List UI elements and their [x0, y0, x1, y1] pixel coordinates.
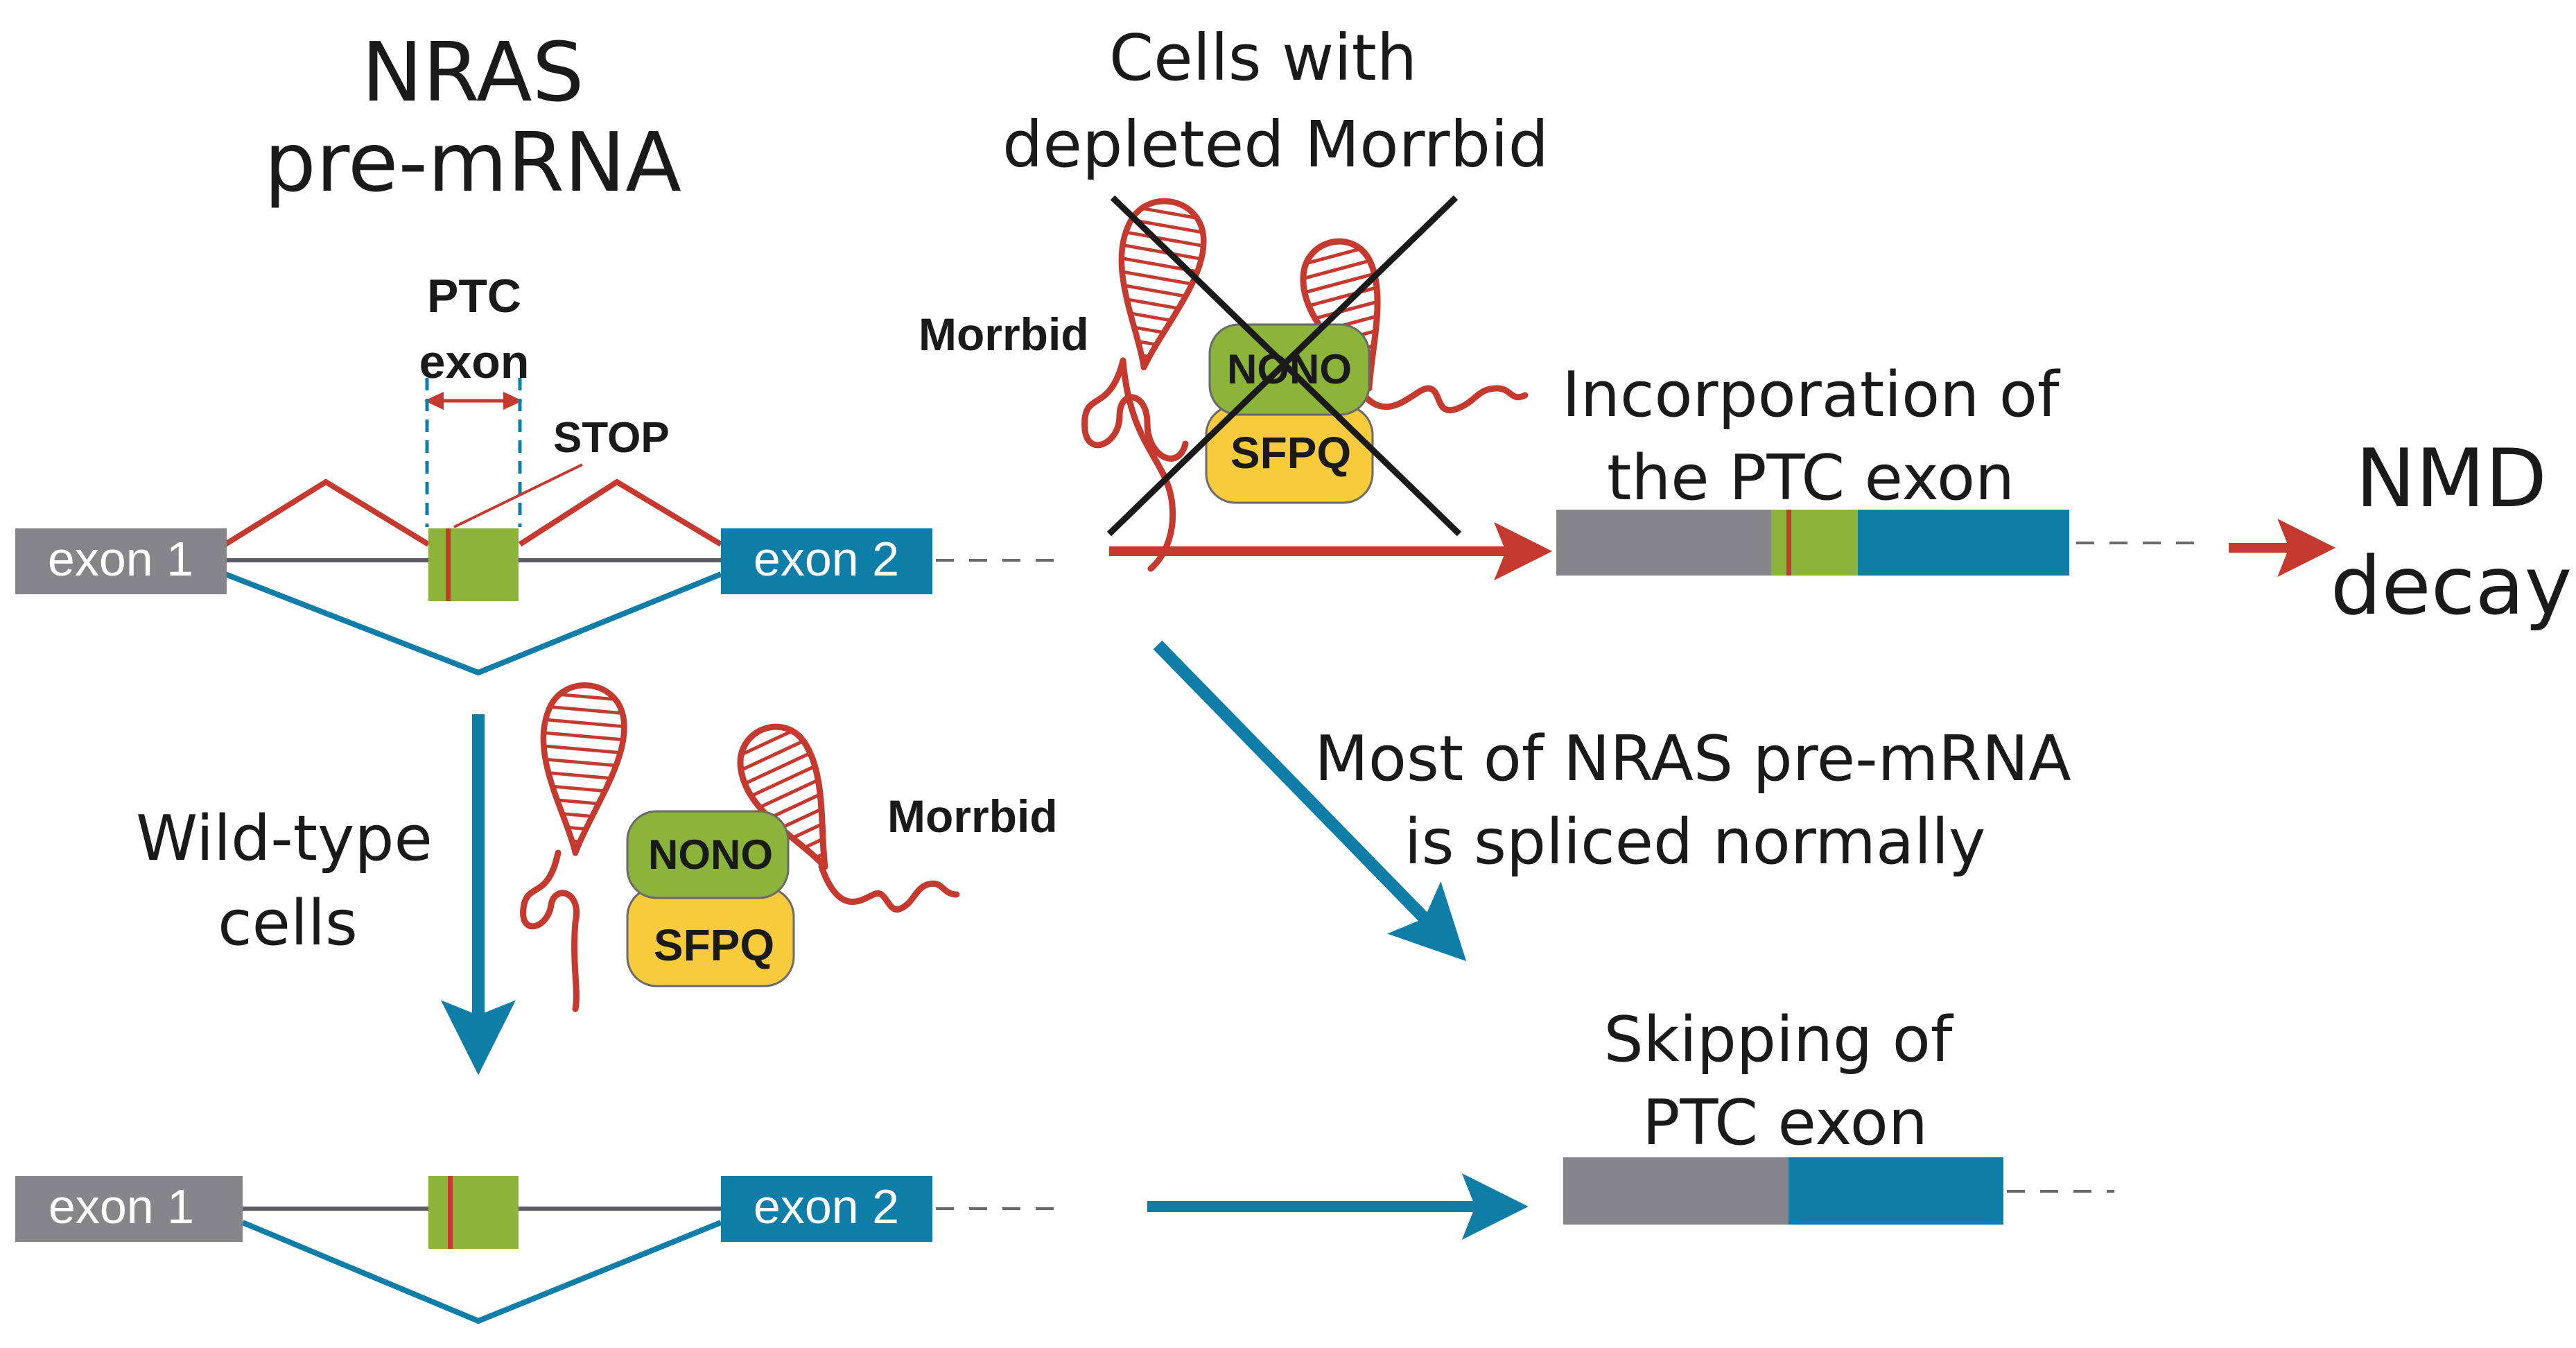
- exon2-label-top: exon 2: [754, 532, 899, 586]
- rna-strand-top: [1120, 357, 1176, 572]
- ptc-exon-box-top: [428, 528, 519, 601]
- stop-label: STOP: [553, 414, 670, 462]
- exon1-box-bottom: [15, 1176, 243, 1242]
- exon2-box-top: [721, 528, 932, 594]
- rna-strand-top-right: [1355, 385, 1529, 414]
- exon1-label-top: exon 1: [48, 532, 193, 586]
- rna-tail-bottom: [520, 849, 580, 1012]
- exon1-box-top: [15, 528, 227, 594]
- exon1-label-bottom: exon 1: [49, 1180, 194, 1234]
- title-line2: pre-mRNA: [264, 114, 681, 210]
- rna-strand-bottom-right: [818, 863, 960, 913]
- wildtype-line1: Wild-type: [136, 802, 433, 875]
- normal-line1: Most of NRAS pre-mRNA: [1314, 723, 2071, 795]
- stop-codon-mark-top: [446, 528, 451, 601]
- sfpq-label-top: SFPQ: [1230, 428, 1351, 478]
- skipping-splice-path-bottom: [241, 1220, 722, 1324]
- mrna-with-ptc: [1556, 510, 2069, 576]
- cross-out-line-2: [1106, 195, 1459, 537]
- exon2-box-bottom: [721, 1176, 932, 1242]
- ptc-exon-label-line2: exon: [419, 336, 530, 388]
- skipping-splice-path-top: [224, 571, 722, 675]
- inclusion-splice-path: [223, 479, 430, 547]
- ptc-exon-label-line1: PTC: [427, 270, 521, 322]
- inclusion-splice-path-2: [518, 479, 723, 547]
- nmd-line2: decay: [2331, 539, 2573, 633]
- depleted-line1: Cells with: [1109, 21, 1417, 95]
- wildtype-line2: cells: [218, 887, 358, 960]
- stop-pointer: [453, 463, 583, 528]
- skipping-line2: PTC exon: [1642, 1087, 1928, 1159]
- rna-tail-top: [1081, 357, 1189, 462]
- nono-label-bottom: NONO: [648, 831, 773, 878]
- mrna-skipped: [1563, 1157, 2003, 1225]
- morrbid-label-top: Morrbid: [919, 309, 1089, 360]
- incorporation-line1: Incorporation of: [1562, 358, 2061, 431]
- nmd-line1: NMD: [2356, 432, 2547, 526]
- ptc-width-indicator: [424, 378, 523, 527]
- diagonal-normal-arrow: [1153, 640, 1467, 962]
- morrbid-hairpin-top-left: [1102, 195, 1210, 374]
- sfpq-label-bottom: SFPQ: [654, 920, 774, 970]
- incorporation-line2: the PTC exon: [1607, 442, 2014, 515]
- morrbid-label-bottom: Morrbid: [887, 790, 1058, 842]
- normal-line2: is spliced normally: [1404, 806, 1986, 879]
- exon2-label-bottom: exon 2: [754, 1180, 899, 1234]
- title-line1: NRAS: [361, 24, 584, 120]
- skipping-line1: Skipping of: [1603, 1003, 1953, 1076]
- stop-codon-mark-bottom: [448, 1176, 453, 1249]
- depleted-line2: depleted Morrbid: [1002, 107, 1549, 182]
- ptc-exon-box-bottom: [428, 1176, 519, 1249]
- nono-protein-bottom: [626, 810, 790, 899]
- morrbid-hairpin-bottom-left: [533, 682, 627, 856]
